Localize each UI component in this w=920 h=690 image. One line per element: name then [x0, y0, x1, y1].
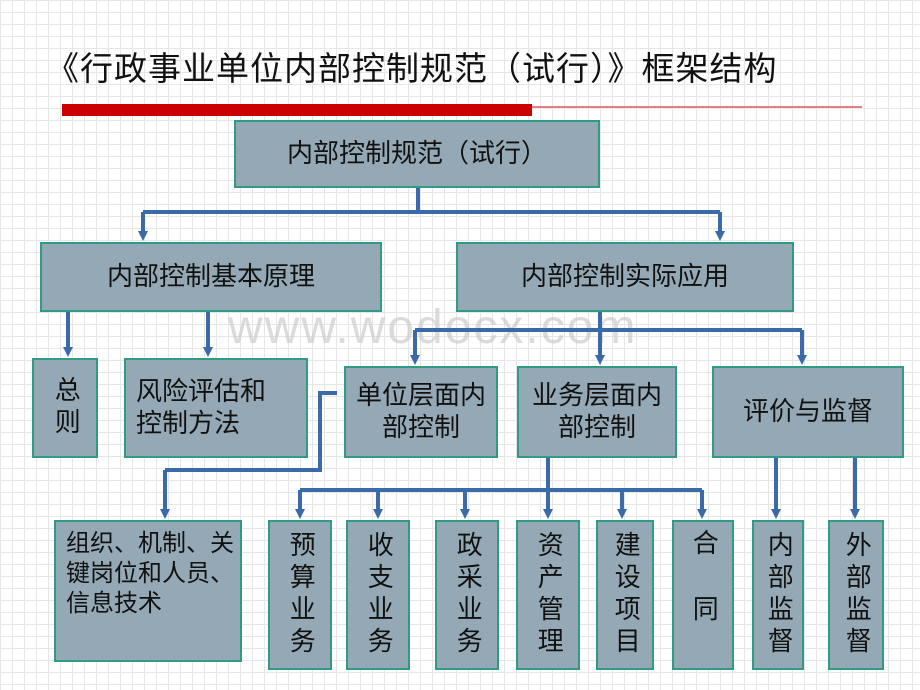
node-evaluation: 评价与监督	[712, 366, 904, 458]
node-business-level: 业务层面内部控制	[517, 366, 677, 458]
title-accent-bar	[62, 104, 532, 116]
node-org: 组织、机制、关键岗位和人员、信息技术	[54, 520, 242, 662]
node-unit-level-label: 单位层面内部控制	[356, 380, 487, 444]
node-external-supervision: 外部监督	[828, 520, 884, 670]
node-contract: 合同	[672, 520, 734, 670]
node-risk-label: 风险评估和控制方法	[136, 376, 267, 440]
node-unit-level: 单位层面内部控制	[344, 366, 498, 458]
node-revenue: 收支业务	[346, 520, 410, 670]
node-budget: 预算业务	[268, 520, 332, 670]
node-application: 内部控制实际应用	[456, 242, 794, 312]
node-construction: 建设项目	[596, 520, 654, 670]
title-underline	[532, 106, 862, 108]
node-root: 内部控制规范（试行）	[234, 120, 600, 188]
node-risk: 风险评估和控制方法	[124, 358, 308, 458]
node-org-label: 组织、机制、关键岗位和人员、信息技术	[66, 529, 234, 617]
node-internal-supervision: 内部监督	[752, 520, 804, 670]
node-assets: 资产管理	[516, 520, 580, 670]
node-principles: 内部控制基本原理	[40, 242, 382, 312]
node-general: 总则	[32, 358, 98, 458]
node-business-level-label: 业务层面内部控制	[532, 380, 663, 444]
page-title: 《行政事业单位内部控制规范（试行）》框架结构	[46, 49, 778, 88]
connector-unit-loop	[165, 391, 337, 472]
node-procurement: 政采业务	[435, 520, 499, 670]
